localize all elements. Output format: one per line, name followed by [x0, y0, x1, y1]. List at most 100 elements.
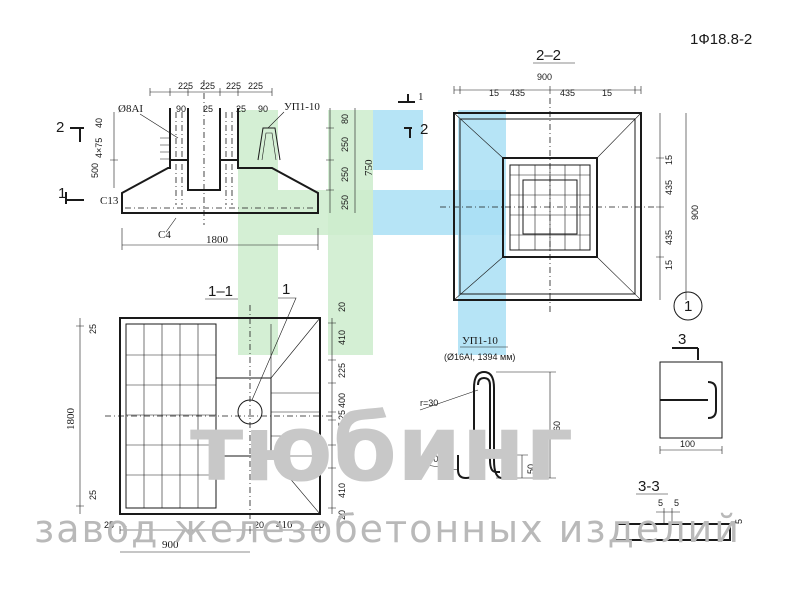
right-dim-total: 750: [363, 159, 375, 176]
top-dim-lines: [453, 86, 642, 94]
right-dim-4: 250: [340, 195, 350, 210]
right-dim-2: 250: [340, 137, 350, 152]
axis-lines: [105, 305, 335, 525]
top-total: 900: [537, 72, 552, 82]
right-dim-9: 20: [337, 510, 347, 520]
slope-lines: [453, 112, 642, 301]
node-loop: [660, 381, 717, 419]
section-33-dim-2: 5: [674, 498, 679, 508]
loop-subtitle: (Ø16AI, 1394 мм): [444, 352, 515, 362]
height-dim: [496, 371, 556, 479]
radius-top: r=30: [420, 398, 438, 408]
logo-blue-bar: [373, 110, 423, 170]
right-dim-lines: [326, 108, 356, 213]
node-callout-circle: [673, 291, 703, 321]
right-dim-435-top: 435: [664, 180, 674, 195]
node-callout: 1: [684, 298, 692, 315]
hook-dim: [512, 454, 528, 478]
brand-tagline: завод железобетонных изделий: [34, 507, 741, 551]
section-mark-2-left: 2: [56, 119, 64, 136]
callout-1-leader: [251, 297, 297, 401]
brand-name: тюбинг: [190, 395, 573, 502]
drawing-title: 1Ф18.8-2: [690, 31, 752, 48]
rebar-leader: [139, 113, 179, 139]
mesh-c4-leader: [165, 217, 177, 233]
right-dim-4: 400: [337, 393, 347, 408]
section-arrow-2-left: [70, 127, 84, 142]
top-dim-3: 225: [226, 81, 241, 91]
upper-dim-4: 90: [258, 104, 268, 114]
left-dim-line: [76, 318, 84, 514]
top-dim-15-left: 15: [489, 88, 499, 98]
left-total: 1800: [65, 408, 77, 431]
right-dim-lines: [656, 113, 687, 300]
section-33-title: 3-3: [638, 478, 660, 495]
right-dim-3: 225: [337, 363, 347, 378]
node-mark: 3: [678, 331, 686, 348]
left-dim-1: 40: [94, 118, 104, 128]
bottom-dim-25: 25: [104, 520, 114, 530]
right-dim-435-bottom: 435: [664, 230, 674, 245]
mesh-c4-label: С4: [158, 229, 171, 241]
bottom-dim-lines: [119, 526, 321, 553]
bottom-total: 900: [162, 539, 179, 551]
right-dim-3: 250: [340, 167, 350, 182]
section-1-1: 1–1 1 1800 25 25 20 410 225 400 25 25 22…: [65, 281, 347, 553]
radius-bottom-leader: [419, 463, 459, 471]
bottom-dim-20-left: 20: [254, 520, 264, 530]
radius-bottom: r=30: [420, 454, 438, 464]
section-22-title: 2–2: [536, 47, 561, 64]
section-33-dim: [656, 508, 680, 524]
elevation-width: 1800: [206, 234, 229, 246]
section-mark-1-right: 1: [418, 91, 424, 103]
section-33-dim-1: 5: [658, 498, 663, 508]
loop-height: 560: [552, 421, 562, 436]
right-dim-8: 410: [337, 483, 347, 498]
left-dim-lines: [110, 112, 118, 188]
left-dim-3: 500: [90, 163, 100, 178]
right-dim-6: 25: [337, 422, 347, 432]
rebar-label: Ø8AI: [118, 103, 143, 115]
footing-outline: [121, 159, 319, 214]
right-dim-2: 410: [337, 330, 347, 345]
section-11-title: 1–1: [208, 283, 233, 300]
bottom-dim-line: [121, 228, 319, 250]
top-dim-lines: [149, 88, 273, 96]
right-dim-lines: [328, 318, 336, 514]
section-arrow-1-left: [65, 192, 84, 204]
section-33-plate: [616, 523, 731, 541]
cut-rebars: [271, 392, 320, 457]
right-dim-15-bottom: 15: [664, 260, 674, 270]
left-dim-2: 4×75: [94, 138, 104, 158]
section-3-3: 3-3 5 5 5: [616, 478, 744, 541]
logo-green-bar: [328, 110, 373, 355]
right-dim-5: 25: [337, 410, 347, 420]
node-width: 100: [680, 439, 695, 449]
node-1-detail: 1 3 100: [659, 291, 723, 454]
upper-dim-2: 25: [203, 104, 213, 114]
top-dim-435-left: 435: [510, 88, 525, 98]
node-mark-arrow: [672, 347, 699, 360]
top-dim-15-right: 15: [602, 88, 612, 98]
section-arrow-1-right: [398, 94, 415, 103]
bottom-dim-20-right: 20: [314, 520, 324, 530]
section-mark-2-right: 2: [420, 121, 428, 138]
mesh-c13-label: С13: [100, 195, 119, 207]
column-outline: [215, 377, 272, 457]
slab-outer: [453, 112, 642, 301]
callout-1: 1: [282, 281, 290, 298]
brand-logo: [238, 110, 506, 355]
section-arrow-2-right: [404, 127, 412, 138]
upper-dim-1: 90: [176, 104, 186, 114]
upper-dim-3: 25: [236, 104, 246, 114]
loop-detail: УП1-10 (Ø16AI, 1394 мм) 50 r=30 r=30 560: [419, 335, 562, 480]
left-dim-25-bottom: 25: [88, 490, 98, 500]
logo-blue-bar: [373, 190, 506, 235]
lifting-loop-inner: [261, 132, 277, 161]
lifting-loop: [257, 127, 281, 161]
right-dim-7: 225: [337, 440, 347, 455]
top-dim-1: 225: [178, 81, 193, 91]
top-dim-4: 225: [248, 81, 263, 91]
right-dim-15-top: 15: [664, 155, 674, 165]
